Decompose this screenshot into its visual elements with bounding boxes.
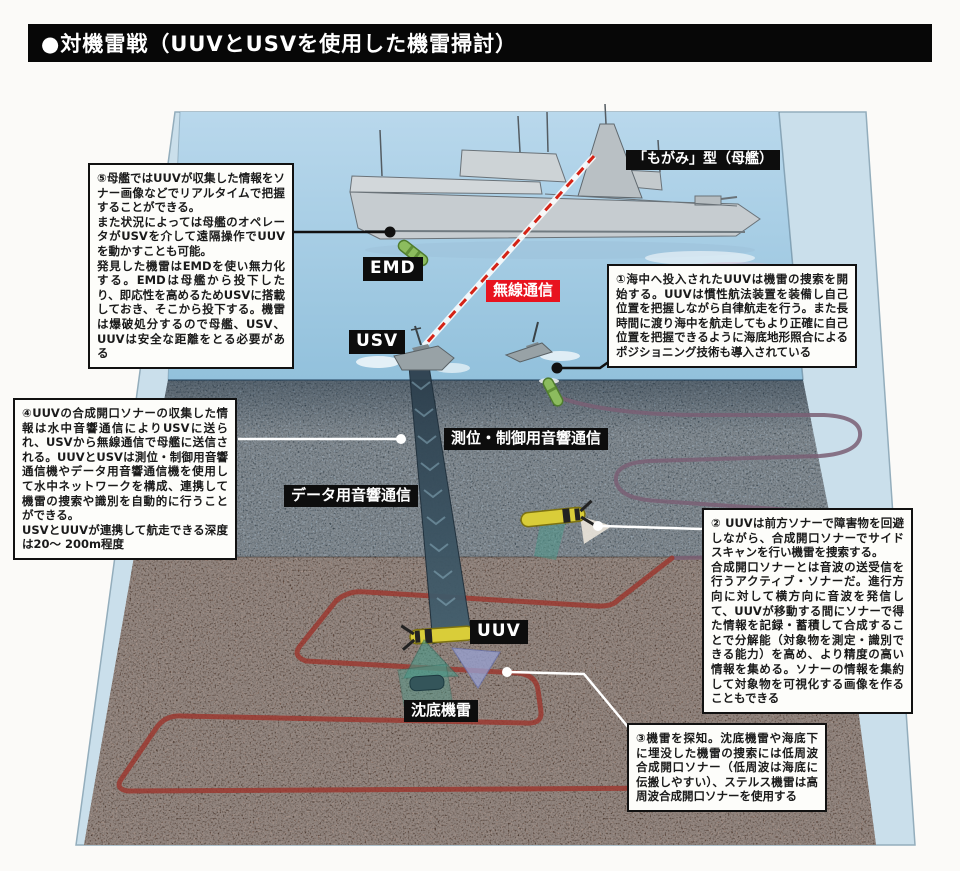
wireless-dashed-line: [421, 153, 597, 349]
search-track-seabed: [116, 555, 719, 794]
callout-step2: ② UUVは前方ソナーで障害物を回避しながら、合成開口ソナーでサイドスキャンを行…: [702, 508, 913, 714]
callout-line-2: [593, 521, 703, 531]
title-bar: ●対機雷戦（UUVとUSVを使用した機雷掃討）: [28, 24, 932, 62]
label-acoustic-data: データ用音響通信: [284, 485, 419, 507]
label-uuv: UUV: [470, 620, 528, 644]
callout-step4: ④UUVの合成開口ソナーの収集した情報は水中音響通信によりUSVに送られ、USV…: [13, 398, 237, 560]
callout-step5: ⑤母艦ではUUVが収集した情報をソナー画像などでリアルタイムで把握することができ…: [88, 163, 294, 369]
callout-line-5: [294, 226, 396, 238]
mid-water-layer: [134, 379, 838, 557]
label-wireless: 無線通信: [486, 280, 561, 302]
label-usv: USV: [349, 330, 406, 354]
uuv-mid: [520, 499, 612, 560]
label-bottom-mine: 沈底機雷: [404, 700, 479, 722]
page-title: ●対機雷戦（UUVとUSVを使用した機雷掃討）: [41, 32, 518, 56]
label-emd: EMD: [363, 257, 423, 281]
sonar-cone-blue: [451, 647, 501, 689]
label-mothership: 「もがみ」型（母艦）: [626, 150, 780, 171]
label-acoustic-control: 測位・制御用音響通信: [444, 428, 609, 450]
bottom-mine: [409, 674, 445, 692]
uuv-bottom: [400, 624, 475, 651]
callout-line-3: [502, 667, 629, 728]
usv-boat-2: [504, 321, 580, 363]
callout-step1: ①海中へ投入されたUUVは機雷の捜索を開始する。UUVは慣性航法装置を装備し自己…: [607, 264, 857, 368]
callout-line-4: [238, 434, 406, 444]
usv-boat-1: [356, 325, 470, 373]
callout-step3: ③機雷を探知。沈底機雷や海底下に埋没した機雷の捜索には低周波合成開口ソナー（低周…: [627, 723, 827, 812]
emd-deployed: [539, 377, 564, 407]
